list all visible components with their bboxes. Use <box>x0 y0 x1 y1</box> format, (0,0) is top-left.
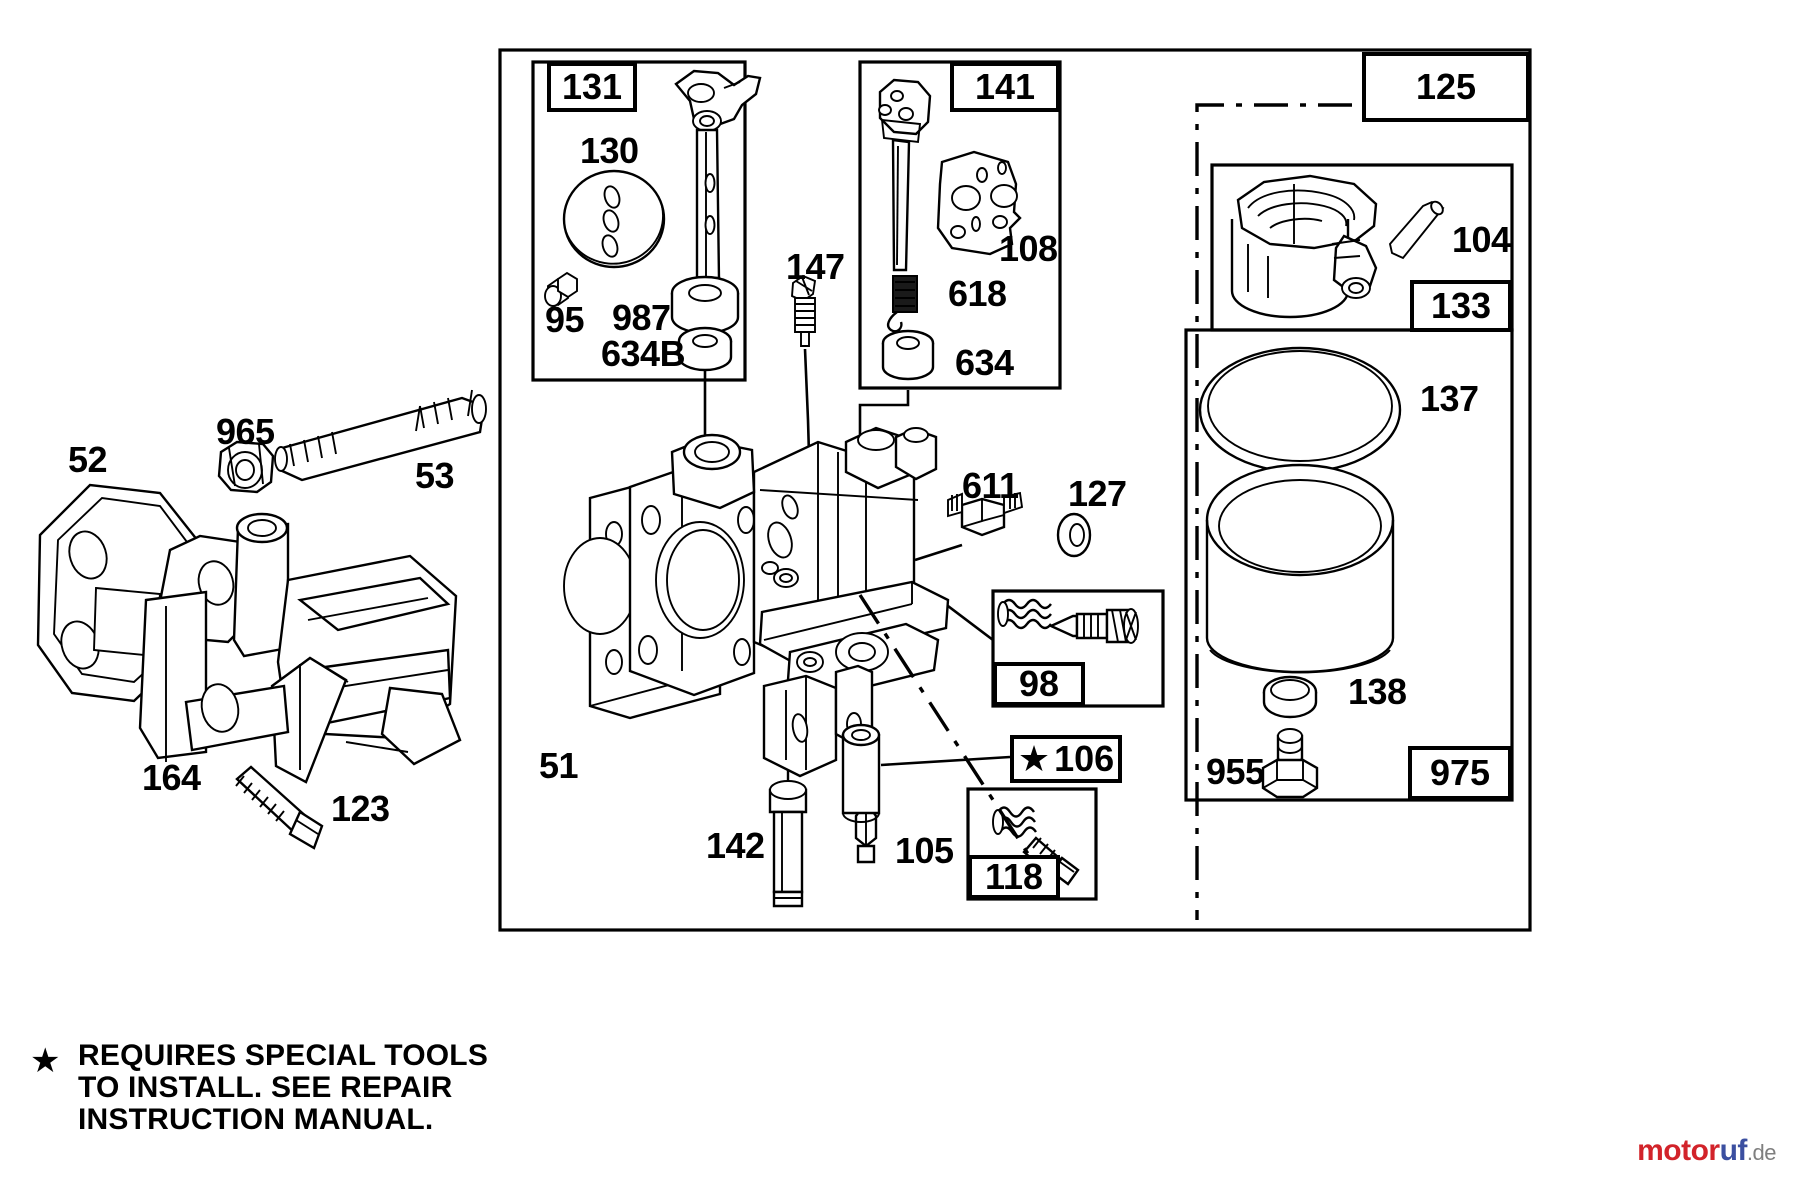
callout-105: 105 <box>895 830 954 871</box>
callout-123: 123 <box>331 788 390 829</box>
callout-987: 987 <box>612 297 671 338</box>
note-line-1: REQUIRES SPECIAL TOOLS <box>78 1039 489 1072</box>
part-955-bowl-nut <box>1261 728 1319 799</box>
part-137-float-bowl <box>1205 463 1395 674</box>
callout-634B: 634B <box>601 333 686 374</box>
group-118-box <box>966 787 1098 901</box>
leader-106 <box>880 755 1011 767</box>
callout-618: 618 <box>948 273 1007 314</box>
tag-125-label: 125 <box>1415 66 1477 107</box>
part-127-seal <box>1056 512 1092 558</box>
watermark-de: .de <box>1746 1140 1777 1165</box>
tag-118-label: 118 <box>984 856 1044 897</box>
tag-98-box: 98 <box>993 662 1085 706</box>
part-141-choke-shaft <box>878 78 932 272</box>
callout-108: 108 <box>999 228 1058 269</box>
star-icon: ★ <box>1017 738 1051 779</box>
tag-141-label: 141 <box>974 66 1036 107</box>
tag-133-box: 133 <box>1410 280 1512 332</box>
watermark-uf: uf <box>1719 1134 1748 1167</box>
note-line-3: INSTRUCTION MANUAL. <box>78 1102 434 1136</box>
leader-611 <box>914 543 963 562</box>
tag-133-label: 133 <box>1430 285 1492 326</box>
part-611-fuel-fitting <box>947 491 1024 537</box>
note-star-icon: ★ <box>30 1042 61 1080</box>
tag-131-label: 131 <box>561 66 623 107</box>
callout-53: 53 <box>415 455 455 496</box>
callout-147: 147 <box>786 246 845 287</box>
part-main-carburetor-body <box>628 426 950 778</box>
part-634B-seal <box>677 326 733 372</box>
callout-634: 634 <box>955 342 1014 383</box>
dash-dot-divider <box>1195 103 1352 920</box>
part-634-seal <box>881 329 935 381</box>
part-53-stud <box>274 389 487 482</box>
tag-141-box: 141 <box>950 62 1060 112</box>
callout-137: 137 <box>1420 378 1479 419</box>
callout-95: 95 <box>545 299 585 340</box>
part-108-choke-plate <box>936 150 1022 256</box>
tag-98-label: 98 <box>1018 663 1060 704</box>
group-98-box <box>991 589 1165 708</box>
tag-131-box: 131 <box>547 62 637 112</box>
callout-104: 104 <box>1452 219 1511 260</box>
part-98-idle-valve <box>997 598 1139 644</box>
callout-955: 955 <box>1206 751 1265 792</box>
watermark-motor: motor <box>1637 1134 1720 1167</box>
part-95-screws <box>544 271 578 307</box>
note-line-2: TO INSTALL. SEE REPAIR <box>78 1070 453 1104</box>
part-147-idle-screw <box>791 274 817 347</box>
watermark: motoruf.de <box>1637 1134 1776 1168</box>
callout-611: 611 <box>962 465 1019 506</box>
callout-130: 130 <box>580 130 639 171</box>
part-104-pin <box>1388 200 1445 260</box>
callout-965: 965 <box>216 411 275 452</box>
main-outer-frame <box>498 48 1532 932</box>
part-131-throttle-shaft <box>674 69 762 312</box>
part-138-washer <box>1262 675 1318 719</box>
callout-142: 142 <box>706 825 765 866</box>
part-137-bowl-gasket <box>1198 346 1402 474</box>
callout-127: 127 <box>1068 473 1127 514</box>
part-142-main-jet <box>768 770 808 908</box>
part-106-float <box>841 723 881 823</box>
part-123-screw <box>235 765 324 850</box>
callout-52: 52 <box>68 439 108 480</box>
callout-164: 164 <box>142 757 201 798</box>
tag-975-box: 975 <box>1408 746 1512 800</box>
special-tools-note: ★ REQUIRES SPECIAL TOOLS TO INSTALL. SEE… <box>30 1040 550 1135</box>
tag-106-label: 106 <box>1054 738 1115 779</box>
group-131-box <box>531 60 747 382</box>
part-965-lock-nut <box>217 440 275 494</box>
callout-51: 51 <box>539 745 579 786</box>
tag-125-box: 125 <box>1362 52 1530 122</box>
part-618-spring <box>886 275 918 333</box>
callout-138: 138 <box>1348 671 1407 712</box>
part-130-throttle-plate <box>562 169 666 269</box>
leader-118-dashed <box>858 594 1047 881</box>
tag-118-box: 118 <box>968 855 1060 899</box>
part-987-bushing <box>670 275 740 335</box>
tag-975-label: 975 <box>1429 752 1491 793</box>
group-133-box <box>1184 328 1514 802</box>
part-164-intake-manifold <box>138 512 462 784</box>
tag-106-box: ★106 <box>1010 735 1122 783</box>
part-125-choke-collar <box>1230 174 1378 319</box>
